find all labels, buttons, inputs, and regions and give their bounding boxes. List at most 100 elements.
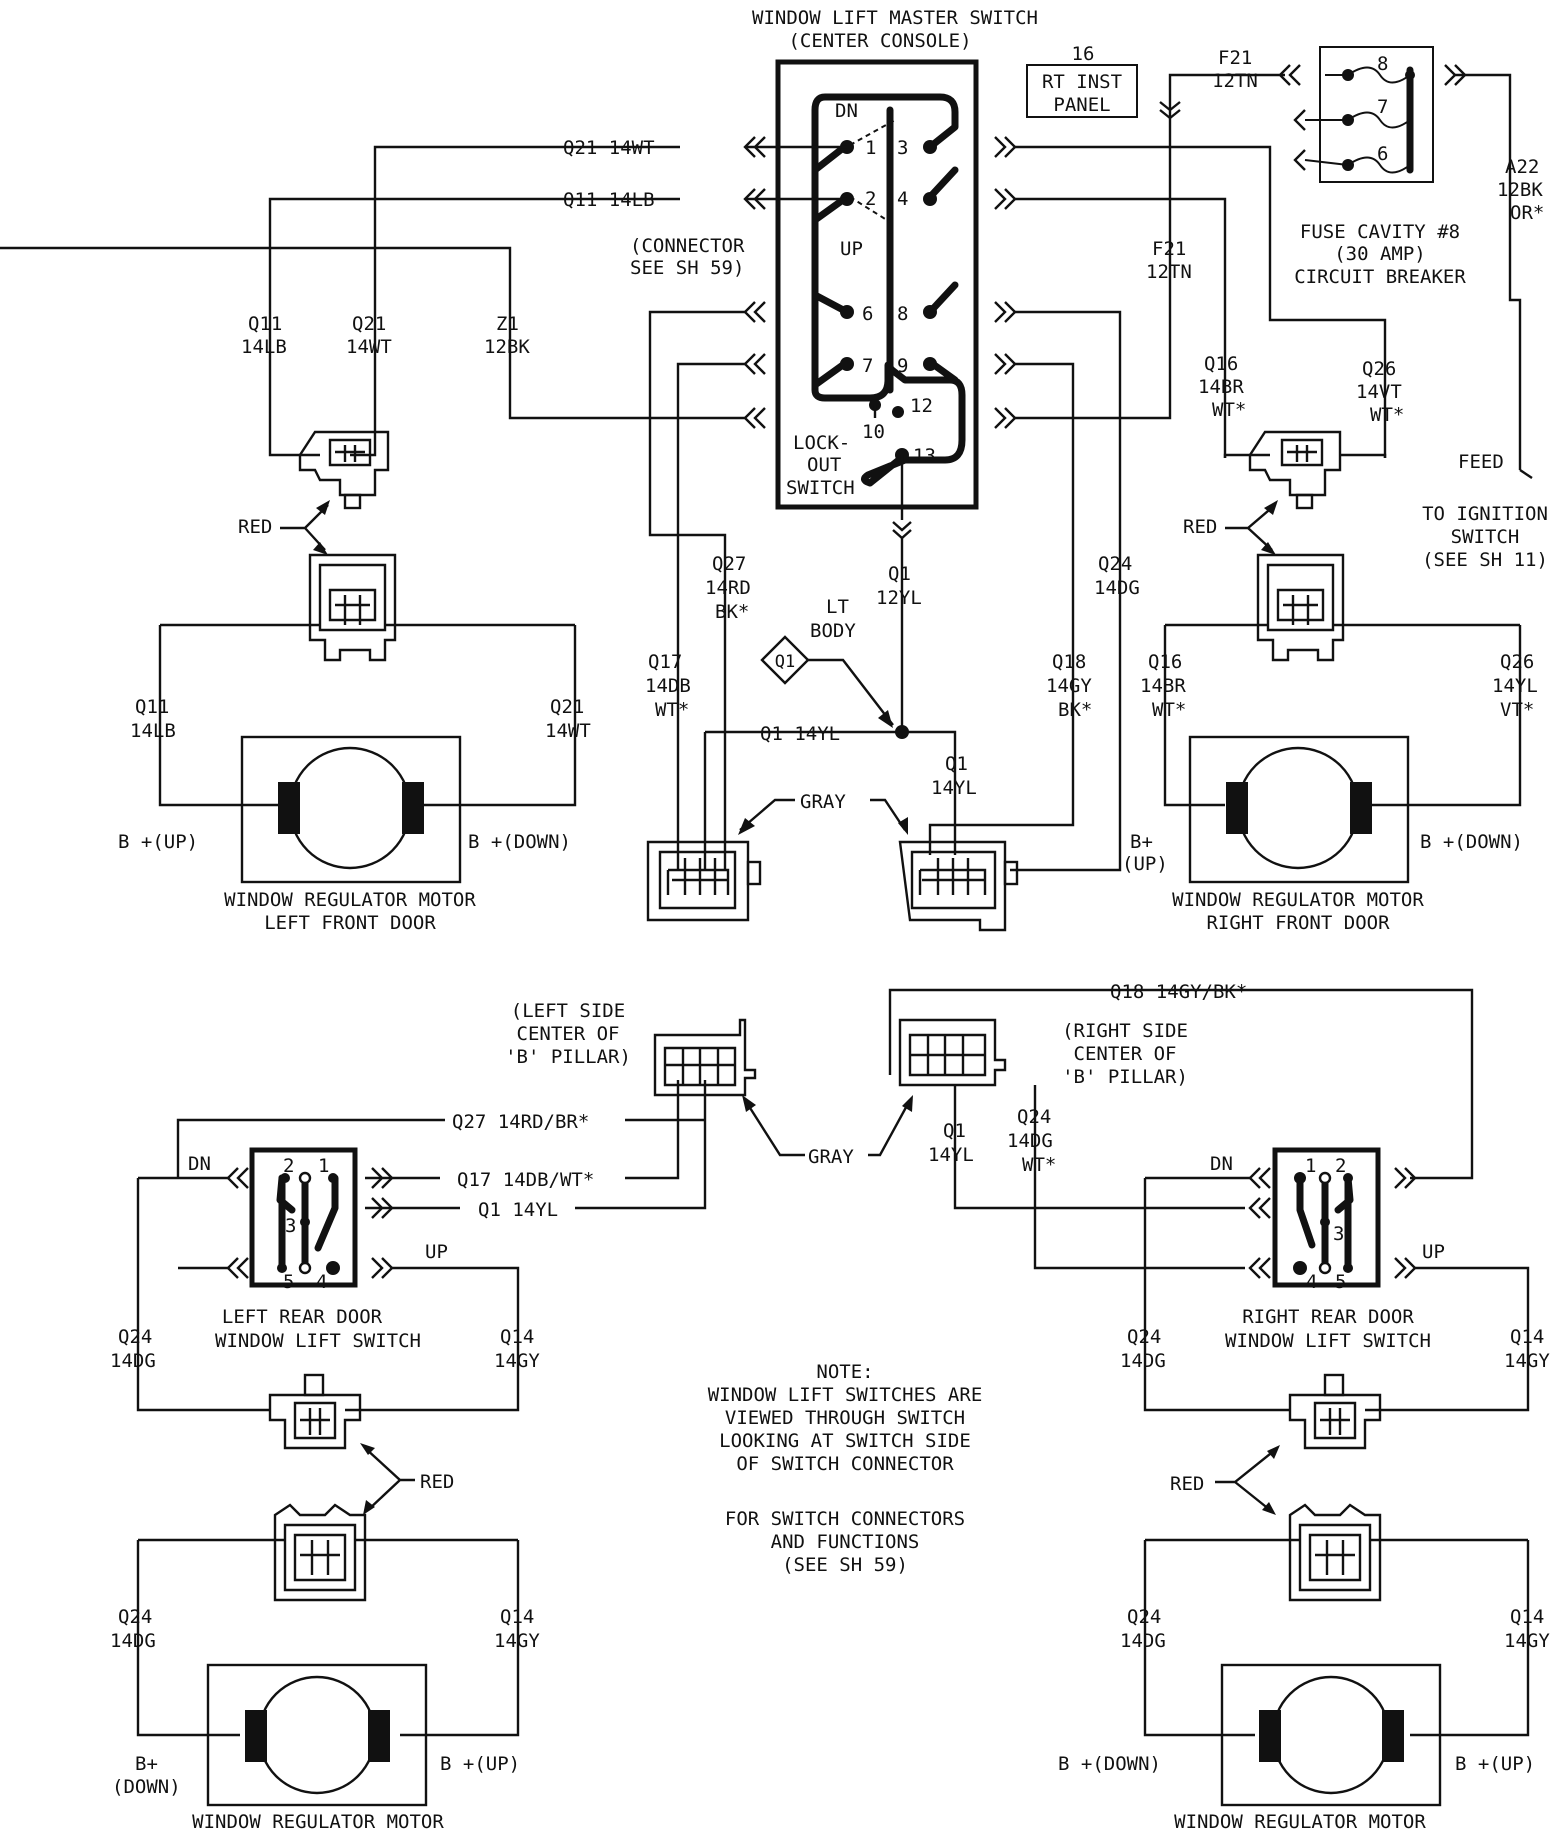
rf-b-down: B +(DOWN) bbox=[1420, 831, 1523, 853]
f21-top-label-b: 12TN bbox=[1212, 70, 1258, 92]
lr-q14-a: Q14 bbox=[500, 1326, 534, 1348]
pin-10-label: 10 bbox=[862, 421, 885, 443]
cavity-line2: (30 AMP) bbox=[1334, 243, 1426, 265]
ignition-line2: SWITCH bbox=[1451, 526, 1520, 548]
lr-up: UP bbox=[425, 1241, 448, 1263]
gray-pillar-arrow-left bbox=[742, 1095, 756, 1112]
rr-wires bbox=[1143, 1176, 1530, 1412]
q27-label-b: 14RD bbox=[705, 577, 751, 599]
lr-m-q24-a: Q24 bbox=[118, 1606, 152, 1628]
rr-up: UP bbox=[1422, 1241, 1445, 1263]
pin-12-label: 12 bbox=[910, 395, 933, 417]
lockout-contact bbox=[861, 451, 909, 487]
q24r-label-c: WT* bbox=[1022, 1154, 1056, 1176]
pin-7-label: 7 bbox=[862, 355, 873, 377]
ignition-line1: TO IGNITION bbox=[1422, 503, 1548, 525]
pin-3-label: 3 bbox=[897, 137, 908, 159]
gray-arrow-left bbox=[738, 818, 755, 835]
feed-label: FEED bbox=[1458, 451, 1504, 473]
gray-arrow-right bbox=[898, 817, 908, 835]
rf-q26-c: VT* bbox=[1500, 699, 1534, 721]
lr-motor-connector bbox=[138, 1503, 518, 1602]
lr-q24-a: Q24 bbox=[118, 1326, 152, 1348]
rr-q14-a: Q14 bbox=[1510, 1326, 1544, 1348]
lf-q21-a: Q21 bbox=[550, 696, 584, 718]
q1b-label-a: Q1 bbox=[945, 753, 968, 775]
q24r-label-b: 14DG bbox=[1007, 1130, 1053, 1152]
a22-label-a: A22 bbox=[1505, 156, 1539, 178]
connector-note-1: (CONNECTOR bbox=[630, 235, 745, 257]
lr-red-leader bbox=[364, 1447, 415, 1511]
rf-red-arrow-up bbox=[1264, 500, 1278, 515]
pin-13-label: 13 bbox=[913, 445, 936, 467]
left-pillar-line3: 'B' PILLAR) bbox=[505, 1046, 631, 1068]
lr-switch: 2 1 3 5 4 bbox=[249, 1147, 358, 1293]
note-line1: NOTE: bbox=[816, 1361, 873, 1383]
q16-label-a: Q16 bbox=[1204, 353, 1238, 375]
rr-motor bbox=[1220, 1663, 1442, 1807]
lr-q14-b: 14GY bbox=[494, 1350, 540, 1372]
q21-label-a: Q21 bbox=[352, 313, 386, 335]
lr-dn: DN bbox=[188, 1153, 211, 1175]
q16-label-b: 14BR bbox=[1198, 376, 1244, 398]
rf-motor bbox=[1188, 735, 1410, 884]
rf-motor-connector bbox=[1165, 553, 1520, 662]
rf-q16-c: WT* bbox=[1152, 699, 1186, 721]
master-connector-chevrons bbox=[743, 136, 1017, 540]
ground-q1-label: Q1 bbox=[775, 652, 795, 672]
rr-motor-leads bbox=[1143, 1540, 1530, 1737]
ignition-line3: (SEE SH 11) bbox=[1422, 549, 1548, 571]
rf-red-label: RED bbox=[1183, 516, 1217, 538]
panel-line2: PANEL bbox=[1053, 94, 1110, 116]
q17-label-a: Q17 bbox=[648, 651, 682, 673]
q1-label-a: Q1 bbox=[888, 563, 911, 585]
f21-top-label-a: F21 bbox=[1218, 47, 1252, 69]
q11-label-a: Q11 bbox=[248, 313, 282, 335]
circuit-breaker: 8 7 6 FUSE CAVITY #8 (30 AMP) CIRCUIT BR… bbox=[1294, 46, 1466, 288]
master-switch-title: WINDOW LIFT MASTER SWITCH bbox=[752, 7, 1038, 29]
rr-pin-2: 2 bbox=[1335, 1155, 1346, 1177]
q21-wire-label: Q21 14WT bbox=[563, 137, 655, 159]
note-line3: VIEWED THROUGH SWITCH bbox=[725, 1407, 965, 1429]
right-pillar-line1: (RIGHT SIDE bbox=[1062, 1020, 1188, 1042]
q21-label-b: 14WT bbox=[346, 336, 392, 358]
pin-4-dot bbox=[923, 192, 937, 206]
lf-motor-subtitle: LEFT FRONT DOOR bbox=[264, 912, 436, 934]
q16-label-c: WT* bbox=[1212, 399, 1246, 421]
gray-pillar-arrow-right bbox=[902, 1095, 913, 1112]
q17-label-b: 14DB bbox=[645, 675, 691, 697]
rf-motor-title: WINDOW REGULATOR MOTOR bbox=[1172, 889, 1424, 911]
q18-label-b: 14GY bbox=[1046, 675, 1092, 697]
left-pillar-line1: (LEFT SIDE bbox=[511, 1000, 625, 1022]
master-switch-subtitle: (CENTER CONSOLE) bbox=[788, 30, 971, 52]
rr-dn: DN bbox=[1210, 1153, 1233, 1175]
pin-7-dot bbox=[840, 357, 854, 371]
lr-q24-b: 14DG bbox=[110, 1350, 156, 1372]
rr-switch: 1 2 3 4 5 bbox=[1272, 1147, 1381, 1293]
pin-2-label: 2 bbox=[865, 188, 876, 210]
lf-red-label: RED bbox=[238, 516, 272, 538]
right-pillar-connector bbox=[898, 1018, 1007, 1087]
lockout-label-1: LOCK- bbox=[793, 432, 850, 454]
rf-red-arrow-down bbox=[1261, 542, 1276, 555]
q1-pillar-label: Q1 14YL bbox=[478, 1199, 558, 1221]
fuse-number: 16 bbox=[1072, 43, 1095, 65]
cb-pin-7: 7 bbox=[1377, 96, 1388, 118]
lr-b-up: B +(UP) bbox=[440, 1753, 520, 1775]
lf-motor-title: WINDOW REGULATOR MOTOR bbox=[224, 889, 476, 911]
lt-body-a: LT bbox=[826, 596, 849, 618]
q1-14yl-label: Q1 14YL bbox=[760, 723, 840, 745]
q18-label-a: Q18 bbox=[1052, 651, 1086, 673]
lr-door-connector bbox=[268, 1373, 362, 1450]
left-pillar-connector bbox=[653, 1018, 757, 1097]
master-switch-right-arms bbox=[886, 166, 959, 384]
gray-label-pillar: GRAY bbox=[808, 1146, 854, 1168]
lr-wires bbox=[136, 1176, 520, 1412]
q17-label-c: WT* bbox=[655, 699, 689, 721]
rr-pin-3: 3 bbox=[1333, 1223, 1344, 1245]
rr-pin-4: 4 bbox=[1306, 1271, 1317, 1293]
rf-b-up-b: (UP) bbox=[1122, 853, 1168, 875]
rr-q14-b: 14GY bbox=[1504, 1350, 1550, 1372]
